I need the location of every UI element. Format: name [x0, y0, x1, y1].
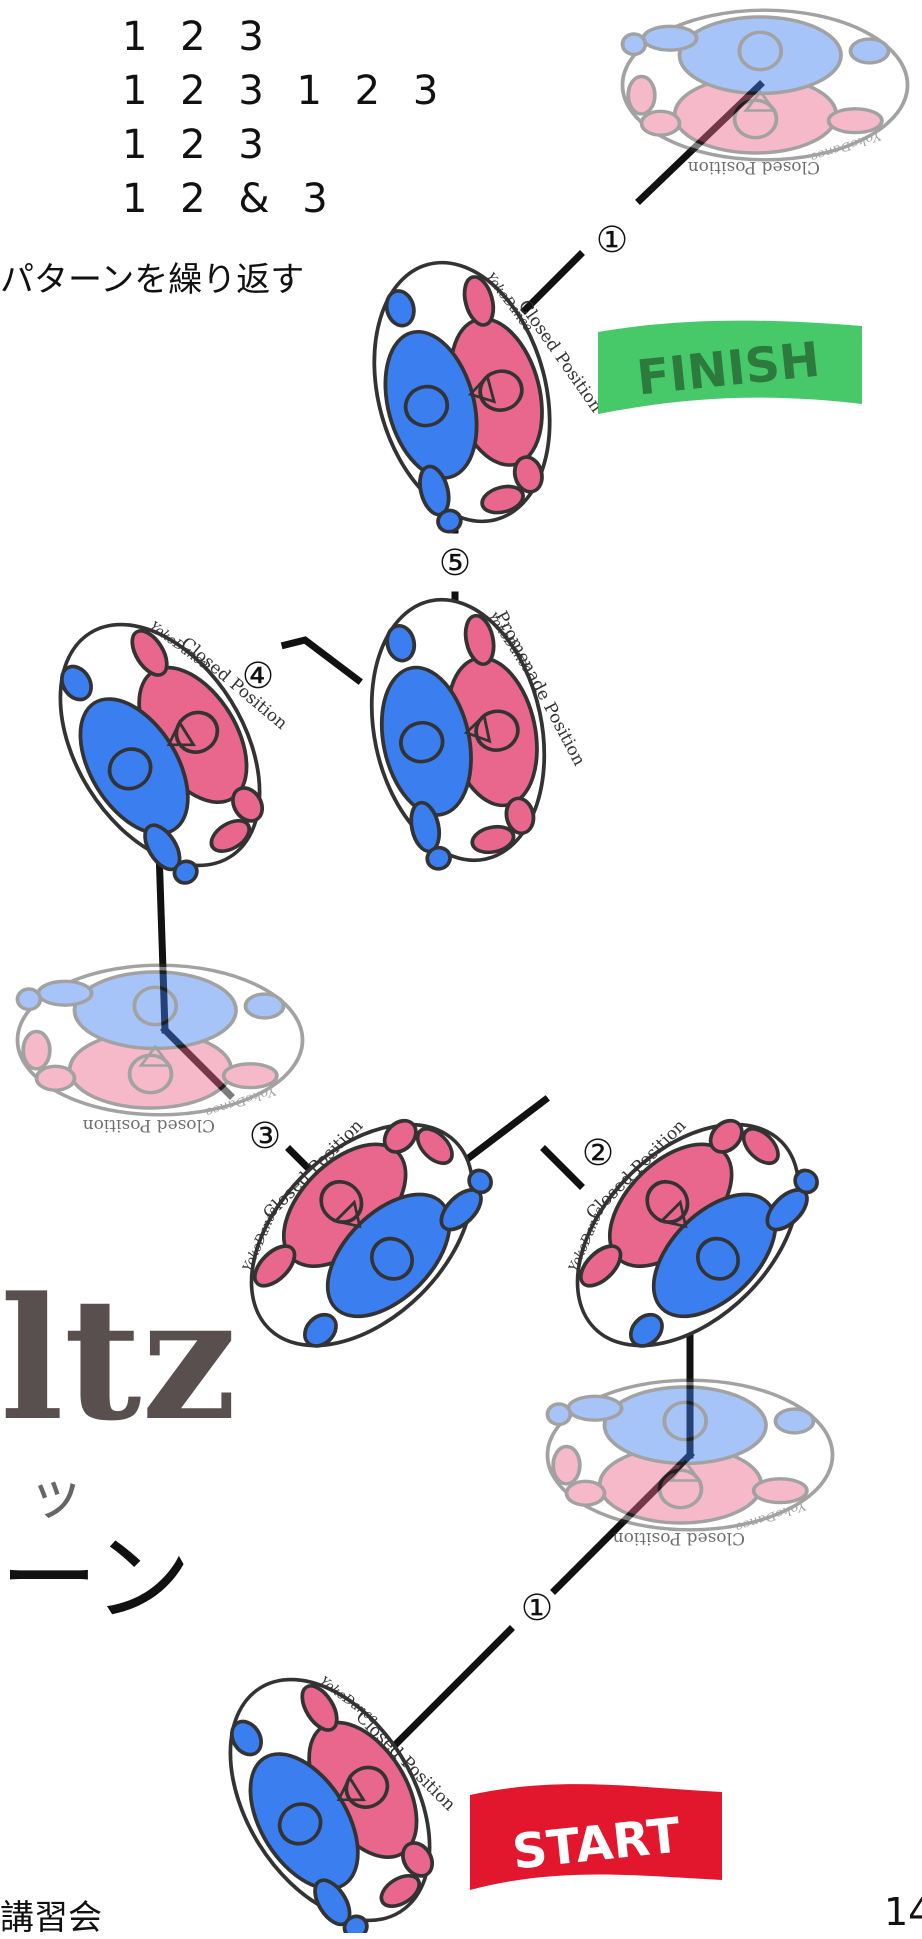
step-label-2: ② — [582, 1133, 614, 1174]
step-label-5: ⑤ — [439, 543, 471, 584]
couple-faded-middle — [17, 965, 302, 1120]
label-closed-faded-middle: Closed Position — [83, 1115, 215, 1135]
label-closed-faded-bottom: Closed Position — [613, 1528, 745, 1548]
finish-banner: FINISH — [598, 321, 862, 414]
couple-faded-top — [623, 10, 908, 165]
step-label-4: ④ — [242, 656, 274, 697]
step-label-finish-1: ① — [596, 220, 628, 261]
step-label-3: ③ — [249, 1116, 281, 1157]
couple-step-2 — [532, 1079, 840, 1387]
couple-step-5 — [349, 583, 572, 877]
path-segment-9 — [285, 640, 358, 680]
label-closed-faded-top: Closed Position — [688, 157, 820, 177]
start-banner: START — [470, 1784, 722, 1890]
path-segment-1 — [395, 1630, 510, 1745]
couple-faded-bottom — [548, 1380, 833, 1535]
path-segment-4 — [545, 1150, 580, 1185]
couple-step-4 — [19, 586, 305, 901]
step-label-start-1: ① — [521, 1588, 553, 1629]
